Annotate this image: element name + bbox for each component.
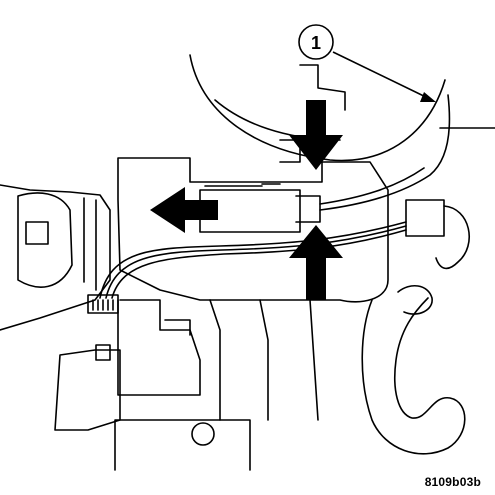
- arrow-up-icon: [289, 225, 343, 300]
- wire-harness: [99, 221, 407, 299]
- bottom-bolt: [191, 422, 215, 446]
- housing-top-tab: [279, 139, 301, 163]
- callout-leader: [332, 51, 433, 101]
- shroud-screw: [95, 344, 111, 361]
- callout-arrowhead: [420, 92, 436, 102]
- arrow-left-icon: [150, 187, 218, 233]
- wire-harness-3: [111, 229, 407, 299]
- column-lead: [319, 94, 451, 211]
- switch-housing: [117, 157, 389, 303]
- lower-column-tube: [209, 299, 319, 421]
- connector-latch: [295, 195, 321, 223]
- callout-circle-icon: [298, 24, 334, 60]
- harness-plug-pins: [92, 299, 114, 311]
- left-stalk-ridge: [83, 197, 97, 291]
- wire-harness-2: [105, 225, 407, 299]
- arrow-down-icon: [289, 100, 343, 170]
- right-hose-end: [397, 285, 433, 315]
- left-stalk-window: [25, 221, 49, 245]
- connector-edge: [204, 183, 281, 187]
- bottom-panel: [114, 419, 251, 471]
- left-stalk-knob: [17, 192, 73, 288]
- figure-id-label: 8109b03b: [424, 475, 481, 489]
- steering-column-arc: [189, 54, 446, 162]
- right-hose: [361, 297, 466, 455]
- left-stalk: [0, 184, 111, 331]
- column-lead-2: [319, 167, 425, 205]
- right-plug-lead: [435, 205, 470, 270]
- right-plug: [405, 199, 445, 237]
- lower-bracket: [54, 349, 121, 431]
- column-notch: [299, 64, 346, 111]
- lower-shroud: [117, 299, 201, 396]
- shroud-tab: [164, 319, 191, 336]
- callout-number: 1: [311, 33, 321, 53]
